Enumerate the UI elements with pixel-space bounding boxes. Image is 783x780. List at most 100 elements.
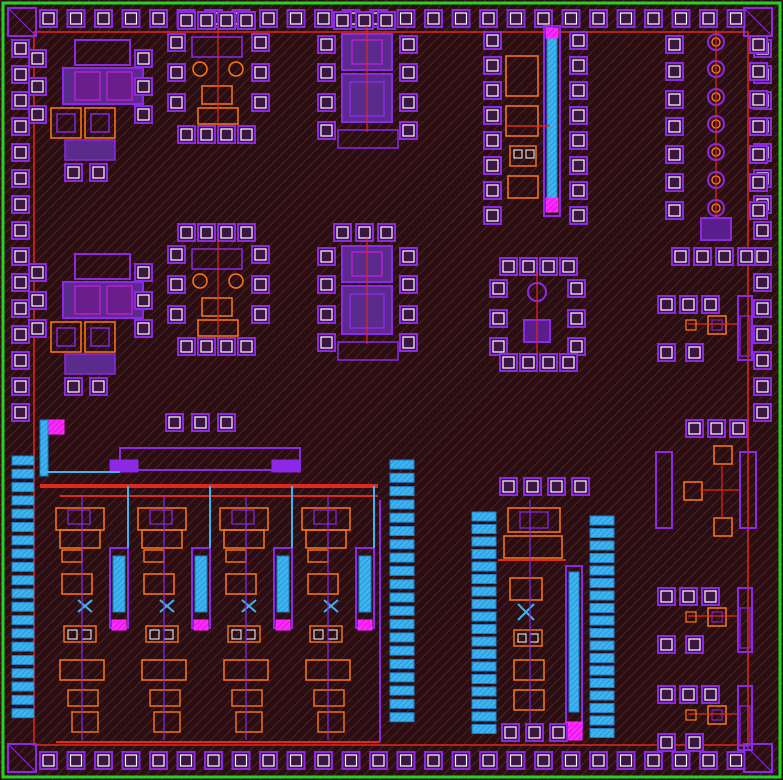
diff-l xyxy=(50,107,82,139)
pad-inner xyxy=(31,322,44,335)
pad-outline xyxy=(317,93,336,112)
metal2-strip xyxy=(11,628,35,639)
diff-low3 xyxy=(235,711,263,733)
bond-pad xyxy=(665,145,684,164)
pad-inner xyxy=(358,14,371,27)
pad-inner xyxy=(240,340,253,353)
via-ring xyxy=(228,61,244,77)
pad-outline xyxy=(749,145,768,164)
pad-inner xyxy=(526,480,539,493)
ct-box xyxy=(63,625,97,643)
pad-inner xyxy=(168,416,181,429)
m2-rail xyxy=(546,29,558,201)
bottom-strap xyxy=(64,353,116,375)
bond-pad xyxy=(569,81,588,100)
diff-mid xyxy=(223,529,265,549)
pad-outline xyxy=(501,723,520,742)
bond-pad xyxy=(39,9,58,28)
pad-outline xyxy=(11,91,30,110)
bond-pad xyxy=(665,62,684,81)
bond-pad xyxy=(317,63,336,82)
bond-pad xyxy=(355,11,374,30)
bond-pad xyxy=(483,181,502,200)
metal2-strip xyxy=(389,486,415,497)
pad-inner xyxy=(336,14,349,27)
top-strap xyxy=(74,253,131,280)
ct-w xyxy=(513,149,523,159)
bond-pad xyxy=(616,9,636,28)
ct-w xyxy=(67,629,78,640)
pad-inner xyxy=(740,250,753,263)
pad-inner xyxy=(572,134,585,147)
bond-pad xyxy=(167,275,186,294)
pad-inner xyxy=(756,354,769,367)
bond-pad xyxy=(399,121,418,140)
diff-l xyxy=(307,573,339,595)
pad-outline xyxy=(616,751,636,770)
bond-pad xyxy=(665,35,684,54)
pad-outline xyxy=(685,419,704,438)
pad-outline xyxy=(237,11,256,30)
diff-low2 xyxy=(149,689,181,707)
ct xyxy=(711,709,723,721)
pad-inner xyxy=(732,422,745,435)
bond-pad xyxy=(753,351,772,370)
diff-low3 xyxy=(71,711,99,733)
bond-pad xyxy=(749,117,768,136)
pad-inner xyxy=(570,282,583,295)
pad-inner xyxy=(688,422,701,435)
pad-inner xyxy=(262,12,275,25)
metal2-strip xyxy=(389,579,415,590)
pad-inner xyxy=(718,250,731,263)
bond-pad xyxy=(197,125,216,144)
bond-pad xyxy=(567,279,586,298)
pad-inner xyxy=(486,59,499,72)
bond-pad xyxy=(11,143,30,162)
bond-pad xyxy=(753,377,772,396)
bond-pad xyxy=(644,9,663,28)
pad-inner xyxy=(572,159,585,172)
pad-outline xyxy=(569,131,588,150)
bond-pad xyxy=(701,295,720,314)
pad-inner xyxy=(320,96,333,109)
pad-outline xyxy=(499,477,518,496)
pad-outline xyxy=(665,117,684,136)
metal2-strip xyxy=(589,703,615,713)
bond-pad xyxy=(176,751,196,770)
bond-pad xyxy=(165,413,184,432)
pad-outline xyxy=(251,245,270,264)
pad-outline xyxy=(197,11,216,30)
pad-inner xyxy=(562,356,575,369)
metal2-strip xyxy=(389,619,415,630)
cell-bar xyxy=(657,295,753,362)
bond-pad xyxy=(679,295,698,314)
bond-pad xyxy=(11,325,30,344)
diff-low2 xyxy=(67,689,99,707)
bond-pad xyxy=(569,181,588,200)
bond-pad xyxy=(525,723,544,742)
pad-inner xyxy=(668,65,681,78)
metal2-strip xyxy=(589,628,615,638)
pad-inner xyxy=(254,308,267,321)
pad-inner xyxy=(152,754,165,767)
bond-pad xyxy=(483,81,502,100)
pad-inner xyxy=(682,688,695,701)
bond-pad xyxy=(753,403,772,422)
bond-pad xyxy=(89,377,108,396)
pad-outline xyxy=(523,477,542,496)
metal2-strip xyxy=(11,548,35,559)
pad-outline xyxy=(94,9,113,28)
pad-outline xyxy=(451,751,471,770)
pad-inner xyxy=(14,146,27,159)
pad-inner xyxy=(137,266,150,279)
bond-pad xyxy=(547,477,566,496)
bond-pad xyxy=(204,751,223,770)
pad-inner xyxy=(572,34,585,47)
via xyxy=(357,619,373,631)
bond-pad xyxy=(753,273,772,292)
diff-c xyxy=(513,689,545,711)
pad-inner xyxy=(69,12,83,25)
bond-pad xyxy=(753,325,772,344)
fet-right xyxy=(106,285,133,315)
pad-outline xyxy=(679,685,698,704)
